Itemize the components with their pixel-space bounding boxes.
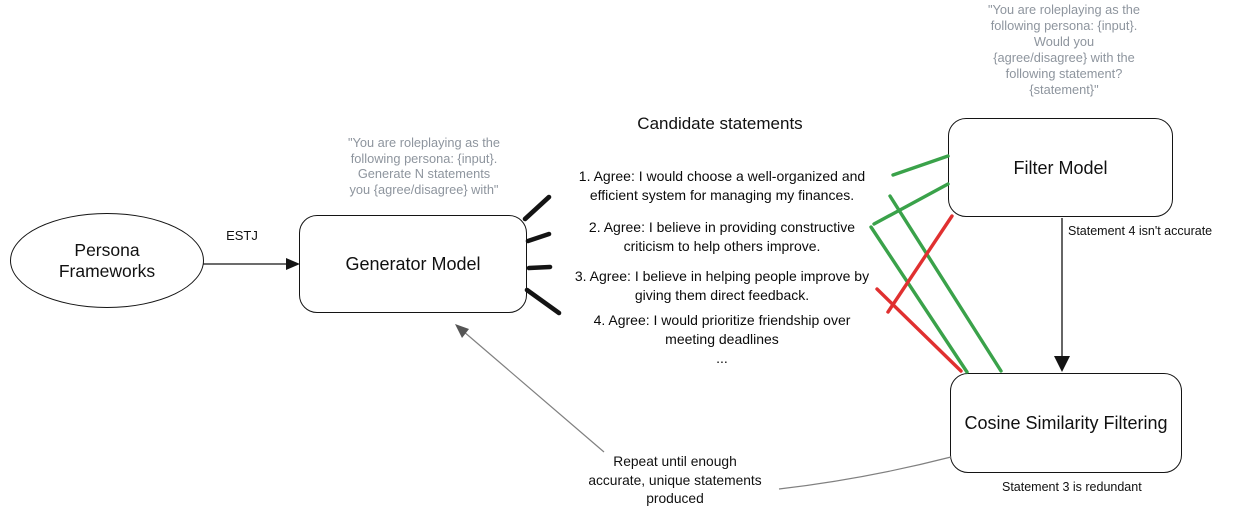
cosine-similarity-label: Cosine Similarity Filtering bbox=[964, 413, 1168, 433]
statement-2: 2. Agree: I believe in providing constru… bbox=[588, 219, 856, 254]
statement-1: 1. Agree: I would choose a well-organize… bbox=[578, 168, 866, 203]
estj-edge-label: ESTJ bbox=[226, 228, 258, 243]
generator-model-label: Generator Model bbox=[345, 254, 481, 274]
persona-frameworks-label: Persona Frameworks bbox=[58, 239, 156, 281]
filter-to-cosine-arrow bbox=[1054, 218, 1070, 372]
generator-model-node: Generator Model bbox=[299, 215, 527, 313]
cosine-similarity-node: Cosine Similarity Filtering bbox=[950, 373, 1182, 473]
statement-4: 4. Agree: I would prioritize friendship … bbox=[593, 312, 851, 347]
cosine-note-label: Statement 3 is redundant bbox=[1002, 480, 1142, 494]
statement-3: 3. Agree: I believe in helping people im… bbox=[574, 268, 870, 303]
generator-prompt-text: "You are roleplaying as the following pe… bbox=[347, 135, 501, 197]
filter-prompt-text: "You are roleplaying as the following pe… bbox=[987, 2, 1141, 97]
filter-note-label: Statement 4 isn't accurate bbox=[1068, 224, 1213, 238]
candidate-statements-title: Candidate statements bbox=[637, 114, 803, 133]
persona-frameworks-node: Persona Frameworks bbox=[10, 213, 204, 308]
estj-arrow bbox=[203, 258, 300, 270]
cosine-to-repeat-connector bbox=[778, 456, 952, 490]
statement-ellipsis: ... bbox=[716, 350, 728, 366]
filter-model-label: Filter Model bbox=[1013, 157, 1108, 178]
edge-stmt1-to-cosine-green bbox=[888, 194, 1003, 373]
repeat-note-label: Repeat until enough accurate, unique sta… bbox=[588, 454, 762, 506]
filter-model-node: Filter Model bbox=[948, 118, 1173, 217]
edge-stmt1-to-filter-green bbox=[891, 154, 950, 177]
